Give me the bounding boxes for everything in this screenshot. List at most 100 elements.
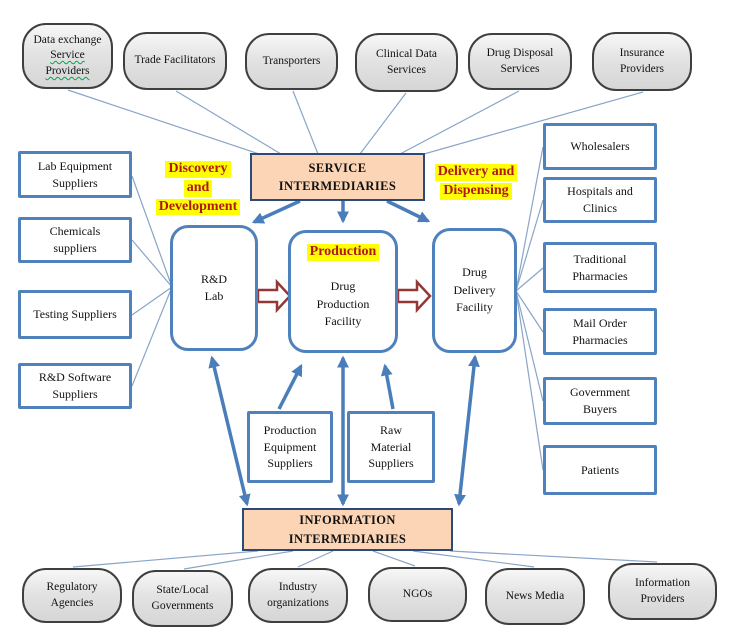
- node-ngos: NGOs: [368, 567, 467, 622]
- box-testing-suppliers: Testing Suppliers: [18, 290, 132, 339]
- connector-line: [399, 90, 520, 155]
- connector-line: [131, 175, 173, 288]
- stage-label-line: Discovery: [165, 161, 231, 178]
- stage-label-delivery-dispensing: Delivery and Dispensing: [426, 163, 526, 201]
- stage-label-line: Production: [306, 244, 380, 261]
- supplier-arrows: [277, 363, 395, 410]
- process-flow-arrows: [256, 278, 432, 314]
- connector-line: [515, 267, 544, 292]
- right-connector-lines: [515, 146, 544, 471]
- box-raw-material-suppliers: Raw Material Suppliers: [347, 411, 435, 483]
- facility-label: Drug Delivery Facility: [453, 265, 496, 315]
- box-lab-equipment-suppliers: Lab Equipment Suppliers: [18, 151, 132, 198]
- box-label: Hospitals and Clinics: [567, 184, 633, 215]
- facility-info-arrows: [208, 354, 480, 507]
- node-label: Information Providers: [635, 576, 690, 605]
- node-label: State/Local Governments: [151, 583, 214, 612]
- connector-line: [412, 550, 535, 568]
- connector-line: [67, 89, 260, 155]
- connector-line: [423, 91, 644, 155]
- connector-line: [72, 550, 259, 568]
- node-information-providers: Information Providers: [608, 563, 717, 620]
- node-label: Insurance Providers: [619, 46, 665, 75]
- box-label: Traditional Pharmacies: [572, 251, 628, 283]
- box-patients: Patients: [543, 445, 657, 495]
- arrow-service-to-rd-lab: [251, 199, 301, 224]
- stage-label-discovery-development: Discovery and Development: [142, 160, 254, 216]
- top-connector-lines: [67, 89, 644, 155]
- connector-line: [297, 550, 334, 568]
- box-label: Production Equipment Suppliers: [263, 422, 317, 471]
- node-insurance-providers: Insurance Providers: [592, 32, 692, 91]
- stage-label-production: Production: [288, 243, 398, 262]
- connector-line: [131, 286, 173, 387]
- left-connector-lines: [131, 175, 173, 387]
- node-trade-facilitators: Trade Facilitators: [123, 32, 227, 90]
- connector-line: [515, 290, 544, 402]
- node-label: Drug Disposal Services: [486, 46, 554, 75]
- block-arrow-production-to-delivery: [396, 278, 432, 314]
- node-state-local-governments: State/Local Governments: [132, 570, 233, 627]
- node-clinical-data-services: Clinical Data Services: [355, 33, 458, 92]
- node-data-exchange-service-providers: Data exchange Service Providers: [22, 23, 113, 89]
- node-label: Transporters: [262, 54, 321, 67]
- box-government-buyers: Government Buyers: [543, 377, 657, 425]
- arrow-rd-lab-info: [208, 355, 251, 507]
- connector-line: [183, 550, 294, 570]
- box-mail-order-pharmacies: Mail Order Pharmacies: [543, 308, 657, 355]
- connector-line: [131, 286, 173, 316]
- node-label-spellchecked: Service Providers: [45, 49, 90, 77]
- box-traditional-pharmacies: Traditional Pharmacies: [543, 242, 657, 293]
- service-intermediaries-label: SERVICE INTERMEDIARIES: [278, 160, 397, 193]
- node-label: Data exchange: [33, 33, 102, 46]
- arrow-delivery-info: [454, 354, 480, 507]
- box-chemicals-suppliers: Chemicals suppliers: [18, 217, 132, 263]
- connector-line: [449, 550, 658, 563]
- box-label: Mail Order Pharmacies: [572, 315, 628, 347]
- connector-line: [515, 199, 544, 292]
- arrow-service-to-delivery: [386, 199, 431, 223]
- box-label: Wholesalers: [570, 139, 630, 154]
- connector-line: [359, 92, 407, 155]
- drug-delivery-facility-box: Drug Delivery Facility: [432, 228, 517, 353]
- node-label: NGOs: [402, 587, 433, 600]
- box-label: Lab Equipment Suppliers: [37, 158, 113, 190]
- drug-production-facility-box: Drug Production Facility: [288, 230, 398, 353]
- box-label: Government Buyers: [570, 385, 630, 416]
- node-label: Regulatory Agencies: [46, 580, 98, 609]
- stage-label-line: and: [183, 179, 213, 197]
- box-label: Raw Material Suppliers: [368, 422, 414, 471]
- service-to-facility-arrows: [251, 199, 431, 224]
- bottom-connector-lines: [72, 550, 658, 570]
- node-regulatory-agencies: Regulatory Agencies: [22, 568, 122, 623]
- node-industry-organizations: Industry organizations: [248, 568, 348, 623]
- stage-label-line: Dispensing: [440, 182, 512, 200]
- connector-line: [372, 550, 416, 567]
- node-label: Clinical Data Services: [376, 47, 437, 76]
- node-transporters: Transporters: [245, 33, 338, 90]
- connector-line: [131, 239, 173, 288]
- box-wholesalers: Wholesalers: [543, 123, 657, 170]
- stage-label-line: Delivery and: [434, 164, 518, 181]
- facility-label: R&D Lab: [200, 271, 227, 303]
- node-label: Industry organizations: [267, 580, 329, 609]
- connector-line: [292, 90, 319, 155]
- box-label: R&D Software Suppliers: [38, 370, 112, 401]
- connector-line: [175, 90, 282, 155]
- rd-lab-box: R&D Lab: [170, 225, 258, 351]
- node-label: Trade Facilitators: [134, 54, 216, 67]
- information-intermediaries-label: INFORMATION INTERMEDIARIES: [288, 513, 407, 546]
- node-label: News Media: [505, 589, 565, 602]
- arrow-raw-material-to-production: [380, 363, 395, 410]
- box-label: Chemicals suppliers: [49, 224, 101, 255]
- box-label: Testing Suppliers: [33, 307, 117, 322]
- service-intermediaries-box: SERVICE INTERMEDIARIES: [250, 153, 425, 201]
- connector-line: [515, 290, 544, 471]
- arrow-equipment-to-production: [277, 363, 303, 410]
- connector-line: [515, 146, 544, 292]
- box-hospitals-clinics: Hospitals and Clinics: [543, 177, 657, 223]
- box-label: Patients: [581, 462, 619, 477]
- box-production-equipment-suppliers: Production Equipment Suppliers: [247, 411, 333, 483]
